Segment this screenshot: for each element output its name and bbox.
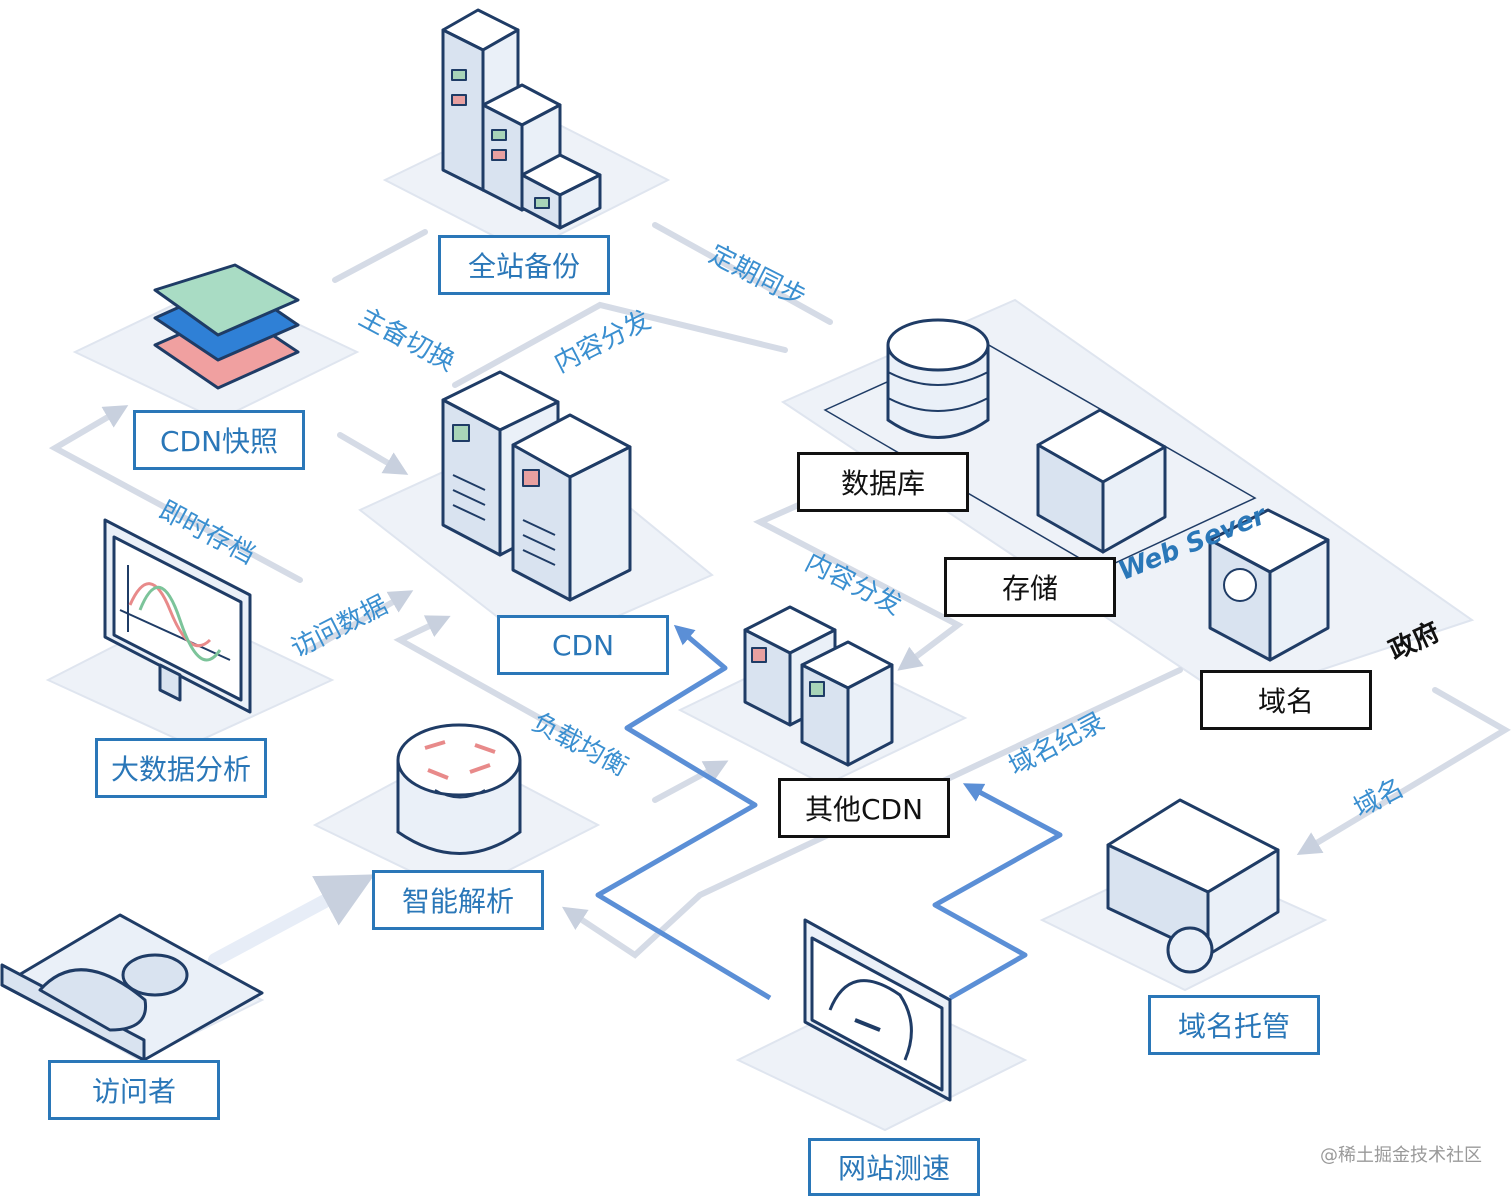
visitor-icon [0,913,264,1062]
connector-lb [652,760,729,803]
route-speed-to-cdn [595,624,772,1001]
connector-failover [332,229,428,283]
cdn-label: CDN [497,615,669,675]
snapshot-layers-icon [153,263,300,390]
globe-server-icon [1208,508,1330,662]
database-icon [886,318,990,439]
connector-content-dist-2 [753,497,964,671]
speedometer-monitor-icon [803,918,952,1102]
domain-hosting-label: 域名托管 [1148,995,1320,1055]
blue-routes [595,624,1063,1001]
router-icon [396,723,522,855]
backup-server-icon [441,8,602,230]
snapshot-label: CDN快照 [133,410,305,470]
watermark: @稀土掘金技术社区 [1320,1145,1482,1166]
speed-test-label: 网站测速 [808,1138,980,1196]
bigdata-monitor-icon [103,518,252,714]
route-speed-to-other [932,783,1063,1001]
connector-periodic-sync [652,222,833,325]
other-cdn-label: 其他CDN [778,778,950,838]
connector-domain-link [1296,687,1511,855]
hosting-server-icon [1106,798,1280,974]
connector-access-data [307,590,414,653]
storage-label: 存储 [944,557,1116,617]
storage-server-icon [1036,408,1167,554]
bigdata-label: 大数据分析 [95,738,267,798]
connector-content-dist-1 [452,301,788,388]
connector-snapshot-to-cdn [337,432,409,475]
connector-instant-archive [48,405,303,583]
connector-visitor-to-dns [208,874,375,967]
dns-label: 智能解析 [372,870,544,930]
other-cdn-servers-icon [743,605,894,767]
database-label: 数据库 [797,452,969,512]
domain-label: 域名 [1200,670,1372,730]
visitor-label: 访问者 [48,1060,220,1120]
backup-label: 全站备份 [438,235,610,295]
connector-dns-to-cdn [393,615,573,738]
cdn-servers-icon [441,370,632,602]
